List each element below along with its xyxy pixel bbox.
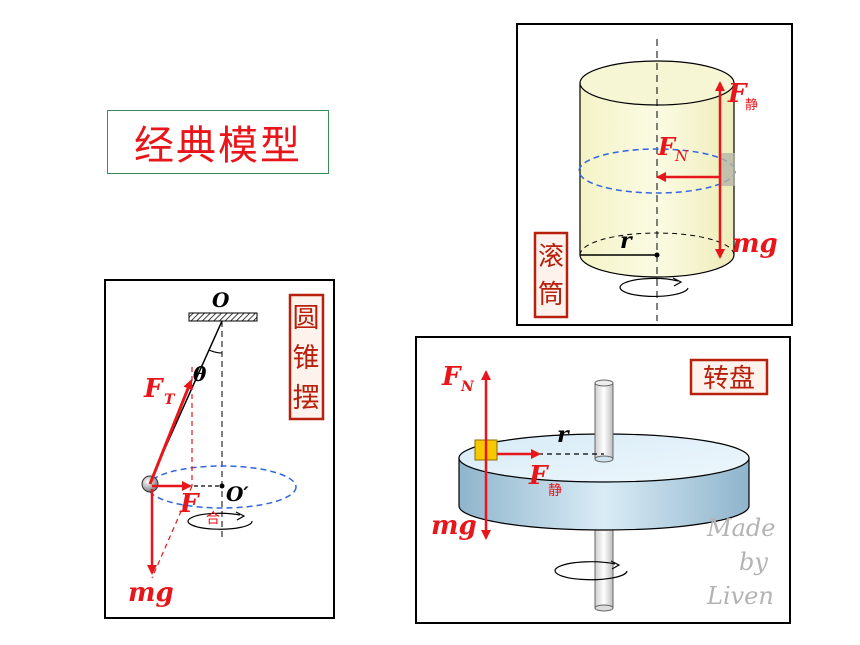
- turntable-seal-text: 转盘: [703, 364, 755, 394]
- ft-label: F: [143, 374, 164, 404]
- cylinder-seal-char-2: 筒: [538, 280, 564, 310]
- fn-sub: N: [460, 379, 475, 395]
- r-label: r: [620, 228, 633, 254]
- turntable-seal: [689, 358, 769, 396]
- pendulum-diagram: O θ F T F 合 O′ mg 圆 锥 摆: [128, 288, 325, 608]
- pendulum-seal-char-1: 圆: [293, 303, 320, 334]
- upper-shaft: [594, 382, 614, 460]
- rotation-arrow: [619, 277, 689, 297]
- f-static-label: F: [528, 461, 549, 491]
- f-static-sub: 静: [745, 98, 758, 113]
- turntable-panel: F N r F 静 mg Made by Liven 转盘: [415, 336, 791, 624]
- cylinder-seal-char-1: 滚: [538, 242, 564, 272]
- fhe-sub: 合: [206, 511, 220, 527]
- mg-label: mg: [431, 511, 477, 541]
- title-box: 经典模型: [107, 110, 329, 174]
- f-static-sub: 静: [548, 483, 562, 499]
- wall-block: [721, 153, 735, 186]
- mg-label: mg: [732, 229, 778, 259]
- cylinder-panel: F 静 F N mg r 滚 筒: [516, 23, 793, 326]
- rotation-arrow: [554, 561, 628, 581]
- o-prime-label: O′: [226, 482, 249, 506]
- rotation-arrow: [187, 512, 253, 530]
- mg-label: mg: [128, 578, 174, 608]
- pendulum-seal-char-2: 锥: [293, 343, 320, 374]
- watermark-line-1: Made: [706, 514, 775, 542]
- watermark-line-2: by: [739, 548, 768, 576]
- cylinder-seal: [533, 231, 569, 319]
- pendulum-panel: O θ F T F 合 O′ mg 圆 锥 摆: [104, 279, 335, 619]
- lower-shaft: [594, 522, 614, 609]
- svg-text:F: F: [727, 79, 748, 109]
- turntable-diagram: F N r F 静 mg Made by Liven 转盘: [431, 358, 775, 612]
- ft-arrow: [148, 379, 193, 485]
- fn-sub: N: [674, 147, 689, 165]
- watermark-line-3: Liven: [706, 582, 774, 610]
- theta-label: θ: [193, 362, 207, 386]
- cylinder-diagram: F 静 F N mg r 滚 筒: [533, 39, 778, 321]
- r-label: r: [557, 422, 570, 448]
- o-label: O: [212, 288, 230, 312]
- pendulum-seal-char-3: 摆: [293, 383, 320, 414]
- pendulum-seal: [288, 293, 325, 421]
- fhe-label: F: [179, 489, 200, 519]
- f-static-label: F: [727, 79, 748, 109]
- page-title: 经典模型: [134, 123, 302, 169]
- fn-label: F: [441, 362, 462, 392]
- ft-sub: T: [164, 392, 176, 408]
- ceiling: [188, 312, 258, 322]
- fn-label: F: [657, 132, 677, 161]
